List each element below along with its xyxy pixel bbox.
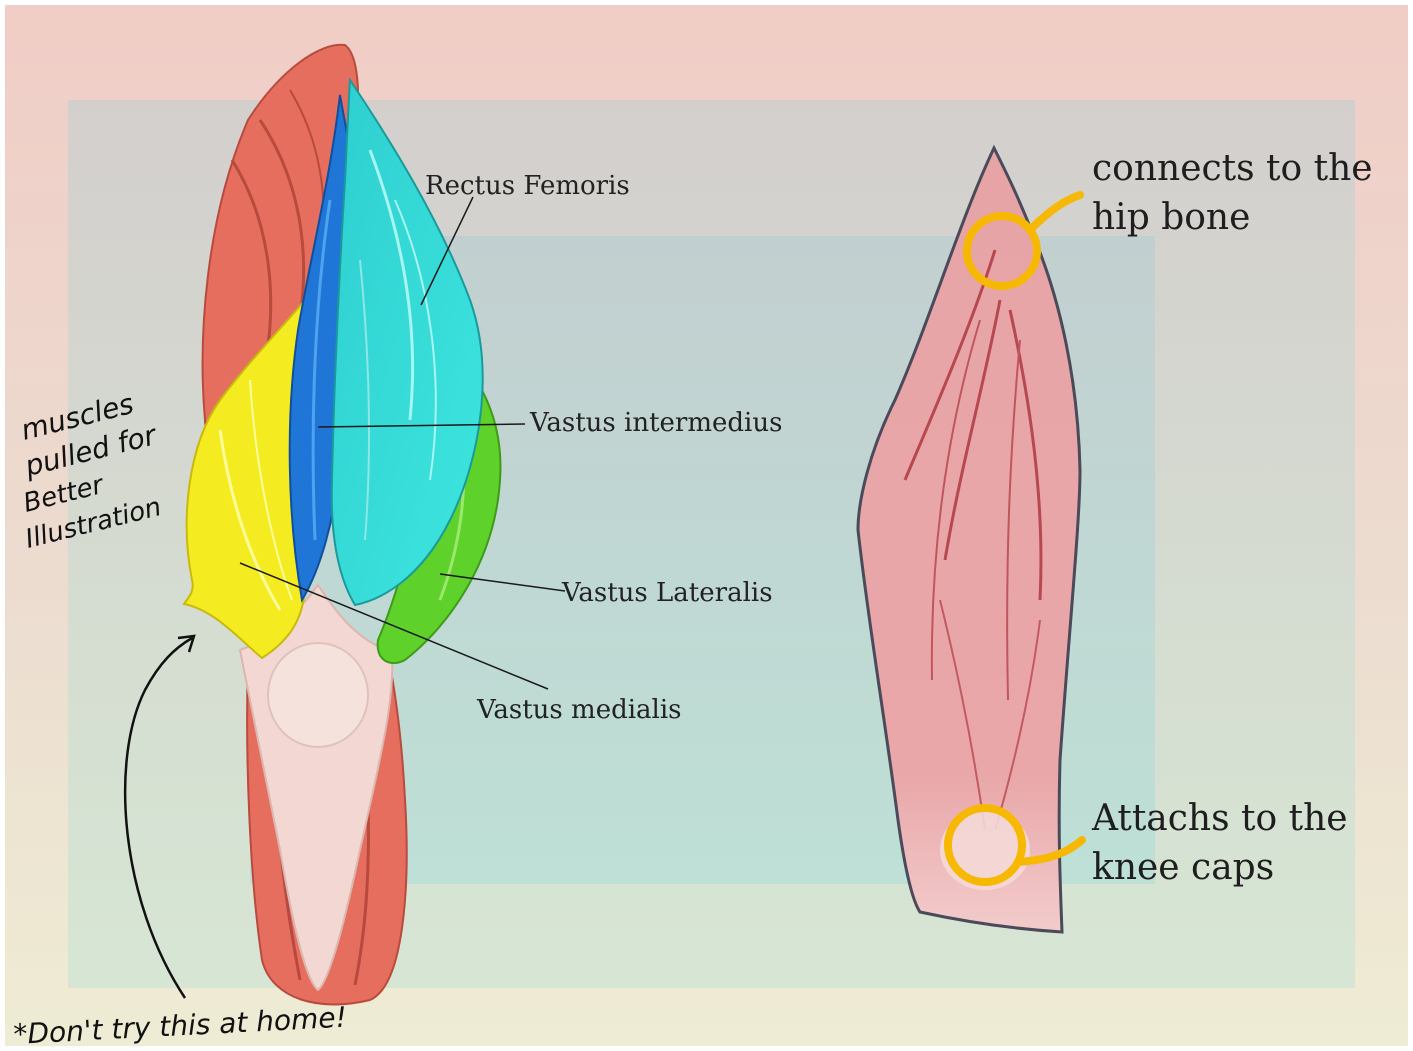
hip-callout-line-2: hip bone <box>1092 197 1250 238</box>
knee-callout-line-2: knee caps <box>1092 847 1274 888</box>
label-rectus-femoris: Rectus Femoris <box>425 171 630 201</box>
kneecap <box>268 643 368 747</box>
label-vastus-lateralis: Vastus Lateralis <box>561 578 773 608</box>
hip-callout-line-1: connects to the <box>1092 148 1373 189</box>
label-vastus-medialis: Vastus medialis <box>476 695 682 725</box>
label-vastus-intermedius: Vastus intermedius <box>529 408 782 438</box>
knee-callout-line-1: Attachs to the <box>1091 798 1348 839</box>
